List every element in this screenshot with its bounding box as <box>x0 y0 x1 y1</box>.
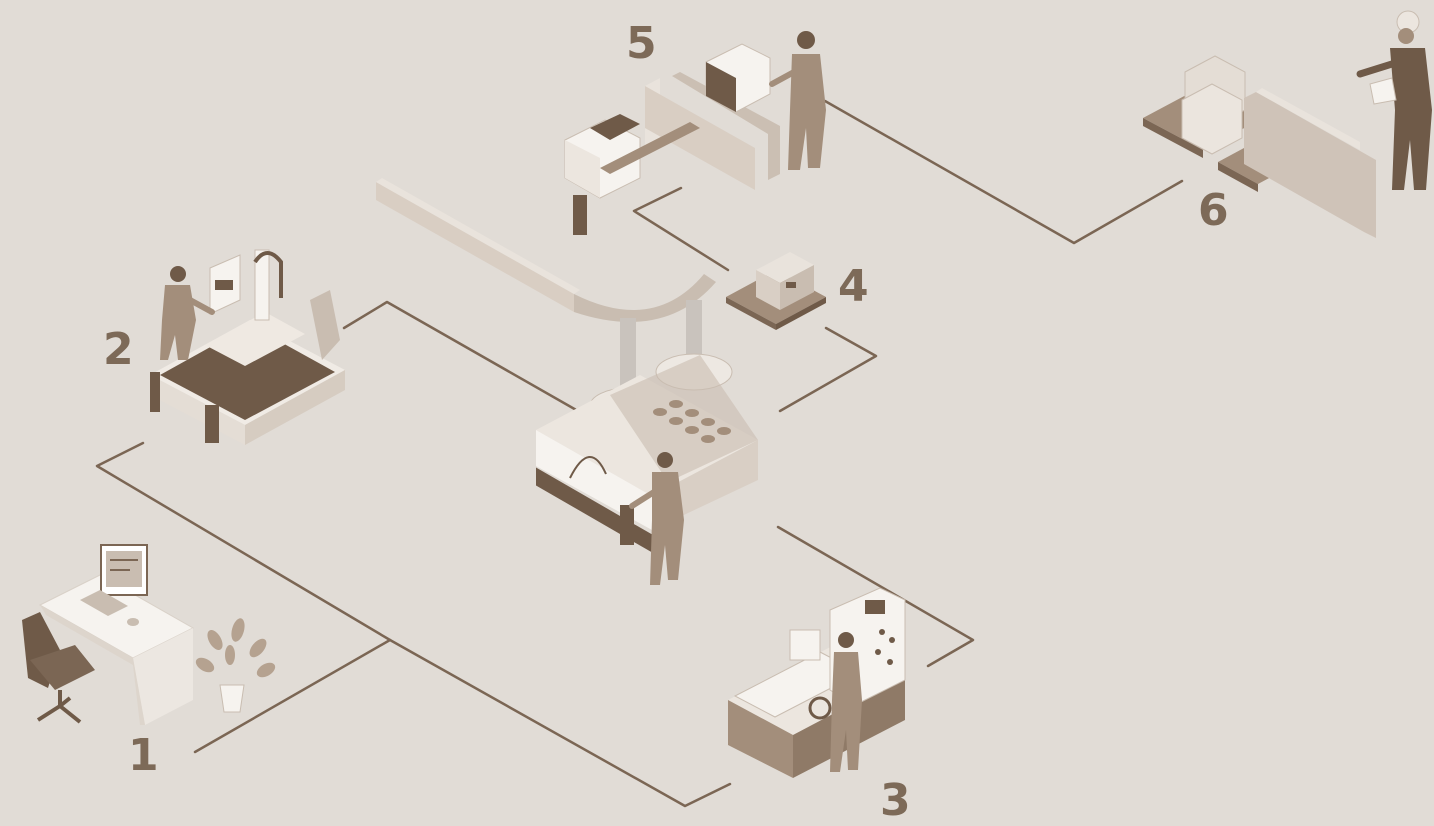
lathe-machine-icon <box>728 588 905 778</box>
packaging-machine-icon <box>565 31 826 235</box>
connector-5-to-4 <box>634 188 728 270</box>
office-desk-computer-icon <box>22 545 278 725</box>
step-label-4: 4 <box>838 265 869 309</box>
connector-hub-to-3 <box>390 640 730 806</box>
step-label-3: 3 <box>880 779 911 823</box>
step-label-2: 2 <box>103 328 134 372</box>
step-label-6: 6 <box>1198 189 1229 233</box>
connector-center-to-4 <box>780 328 876 411</box>
step-label-1: 1 <box>128 734 159 778</box>
robotic-conveyor-cell-icon <box>376 178 758 585</box>
connector-2-to-center <box>344 302 585 415</box>
boxed-pallet-icon <box>726 252 826 330</box>
warehouse-inspection-icon <box>1143 11 1432 238</box>
connector-5-to-6 <box>825 101 1182 243</box>
step-label-5: 5 <box>626 22 657 66</box>
cnc-router-machine-icon <box>150 250 345 445</box>
